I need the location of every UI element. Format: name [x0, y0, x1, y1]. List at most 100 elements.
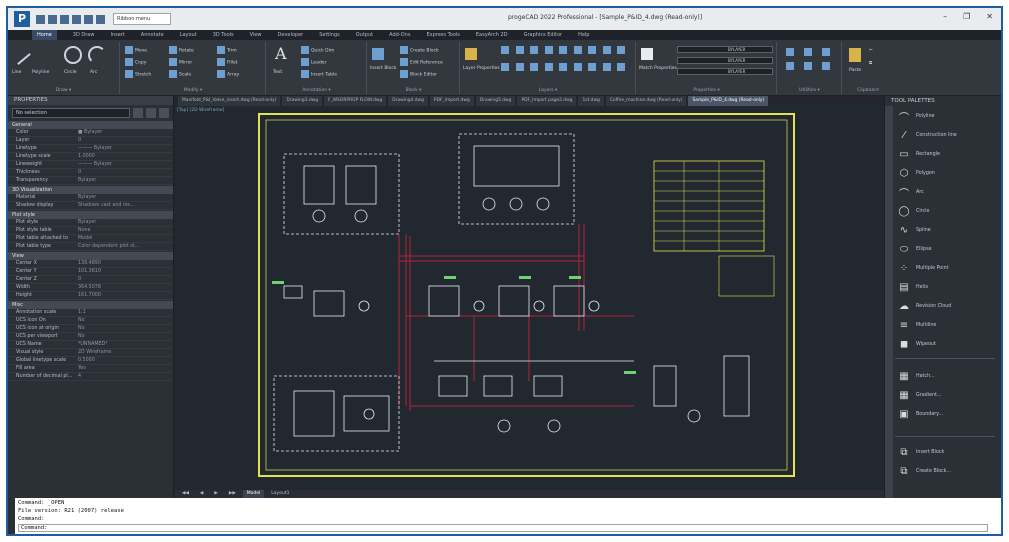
property-row[interactable]: UCS Name*UNNAMED* [8, 341, 173, 349]
insert-block-button[interactable] [372, 48, 386, 60]
property-value[interactable]: 0 [78, 277, 82, 282]
document-tab[interactable]: Drawing5.dwg [475, 96, 516, 106]
line-button[interactable]: Line [12, 70, 22, 75]
tool-hatch[interactable]: ▦Hatch... [897, 370, 934, 382]
property-value[interactable]: None [78, 228, 91, 233]
panel-label-annotation[interactable]: Annotation ▾ [302, 88, 331, 93]
edit-reference-button[interactable]: Edit Reference [400, 58, 443, 66]
property-value[interactable]: 1:1 [78, 310, 86, 315]
text-button[interactable]: Text [273, 70, 283, 75]
quick-select-icon[interactable] [804, 62, 812, 70]
mirror-button[interactable]: Mirror [169, 58, 192, 66]
new-icon[interactable] [36, 14, 45, 24]
filter-icon[interactable] [804, 48, 812, 56]
property-value[interactable]: ——— Bylayer [78, 162, 113, 167]
tool-rectangle[interactable]: ▭Rectangle [897, 148, 940, 160]
tool-polyline[interactable]: ⌒Polyline [897, 110, 935, 124]
leader-button[interactable]: Leader [301, 58, 326, 66]
property-value[interactable]: No [78, 334, 85, 339]
select-objects-button[interactable] [146, 108, 156, 118]
layer-tool-icon[interactable] [559, 46, 568, 54]
layer-tool-icon[interactable] [515, 62, 524, 71]
circle-icon[interactable] [64, 46, 82, 64]
copy-button[interactable]: Copy [125, 58, 146, 66]
stretch-button[interactable]: Stretch [125, 70, 151, 78]
viewport-controls[interactable]: [Top] [2D Wireframe] [177, 108, 225, 113]
property-value[interactable]: Bylayer [78, 220, 97, 225]
rotate-button[interactable]: Rotate [169, 46, 194, 54]
palette-tab-strip[interactable] [885, 106, 893, 498]
property-section-header[interactable]: Misc [8, 301, 173, 309]
tool-helix[interactable]: ▤Helix [897, 281, 928, 293]
ribbon-tab-view[interactable]: View [249, 32, 262, 38]
property-row[interactable]: Color■ Bylayer [8, 129, 173, 137]
layout-nav-icon[interactable]: ◀ [199, 491, 204, 496]
document-tab[interactable]: PDF_Import.dwg [429, 96, 474, 106]
layout-nav-icon[interactable]: ▶▶ [228, 491, 236, 496]
property-value[interactable]: ——— Bylayer [78, 146, 113, 151]
property-value[interactable]: Bylayer [78, 178, 97, 183]
property-value[interactable]: *UNNAMED* [78, 342, 108, 347]
quick-select-button[interactable] [133, 108, 143, 118]
property-value[interactable]: 138.4890 [78, 261, 101, 266]
maximize-button[interactable]: ❐ [963, 12, 971, 21]
linetype-dropdown[interactable]: BYLAYER [677, 57, 773, 64]
property-value[interactable]: 4 [78, 374, 82, 379]
layer-properties-label[interactable]: Layer Properties [463, 66, 500, 71]
toggle-pickadd-button[interactable] [159, 108, 169, 118]
property-value[interactable]: Color dependent plot st... [78, 244, 140, 249]
ribbon-tab-settings[interactable]: Settings [319, 32, 340, 38]
tool-ellipse[interactable]: ⬭Ellipse [897, 243, 932, 255]
ribbon-tab-output[interactable]: Output [355, 32, 374, 38]
create-block-button[interactable]: Create Block [400, 46, 439, 54]
panel-label-draw[interactable]: Draw ▾ [55, 88, 72, 93]
layer-tool-icon[interactable] [602, 46, 611, 54]
layer-tool-icon[interactable] [544, 46, 553, 54]
property-value[interactable]: 1.0000 [78, 154, 95, 159]
document-tab[interactable]: PDF_Import page2.dwg [517, 96, 577, 106]
close-button[interactable]: ✕ [986, 12, 993, 21]
array-button[interactable]: Array [217, 70, 239, 78]
find-icon[interactable] [822, 62, 830, 70]
property-value[interactable]: 364.5078 [78, 285, 101, 290]
ribbon-tab-express-tools[interactable]: Express Tools [426, 32, 460, 38]
layer-tool-icon[interactable] [617, 46, 626, 54]
layer-properties-button[interactable] [465, 48, 479, 60]
select-icon[interactable] [822, 48, 830, 56]
cut-icon[interactable]: ✂ [869, 48, 873, 53]
layout-nav-icon[interactable]: ◀◀ [182, 491, 189, 496]
ribbon-tab-annotate[interactable]: Annotate [140, 32, 164, 38]
layer-tool-icon[interactable] [501, 46, 509, 54]
panel-label-modify[interactable]: Modify ▾ [183, 88, 203, 93]
property-section-header[interactable]: Plot style [8, 211, 173, 219]
tool-construction-line[interactable]: ⁄Construction line [897, 129, 957, 141]
layer-tool-icon[interactable] [588, 46, 597, 54]
lineweight-dropdown[interactable]: BYLAYER [677, 68, 773, 75]
document-tab[interactable]: Drawing4.dwg [388, 96, 428, 106]
property-value[interactable]: 0 [78, 170, 82, 175]
layer-tool-icon[interactable] [588, 62, 597, 71]
property-row[interactable]: Linetype——— Bylayer [8, 145, 173, 153]
panel-label-clipboard[interactable]: Clipboard [857, 88, 879, 93]
ribbon-tab-help[interactable]: Help [578, 32, 590, 38]
property-value[interactable]: Bylayer [78, 195, 97, 200]
property-section-header[interactable]: View [8, 252, 173, 260]
paste-button[interactable] [849, 48, 863, 62]
command-input[interactable]: Command: [18, 524, 988, 532]
tool-wipeout[interactable]: ◼Wipeout [897, 338, 936, 350]
ribbon-tab-graphics-editor[interactable]: Graphics Editor [523, 32, 563, 38]
line-icon[interactable] [17, 53, 31, 65]
tool-gradient[interactable]: ▦Gradient... [897, 389, 941, 401]
paste-label[interactable]: Paste [849, 68, 862, 73]
property-value[interactable]: Yes [78, 366, 86, 371]
property-row[interactable]: Number of decimal pl...4 [8, 373, 173, 381]
